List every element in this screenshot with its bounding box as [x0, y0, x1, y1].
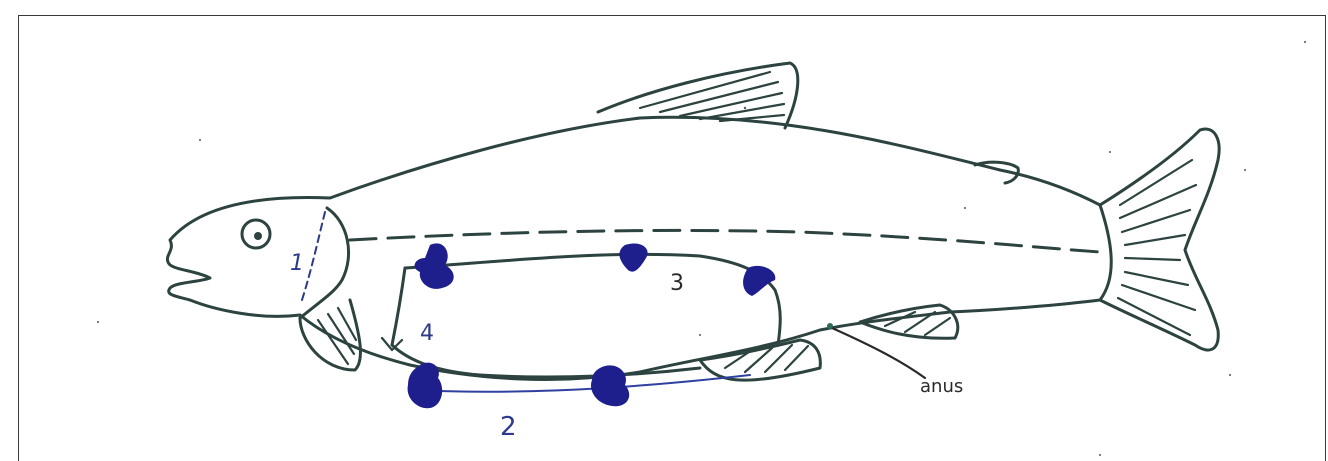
cut-line-4-front	[392, 268, 405, 345]
label-cut-3: 3	[670, 271, 684, 296]
cut-line-3-dorsal	[405, 254, 780, 345]
label-cut-1: 1	[290, 251, 304, 276]
paper-specks	[97, 41, 1306, 456]
blot-mid-upper	[619, 243, 647, 271]
label-cut-2: 2	[500, 412, 517, 442]
cut-point-blots	[408, 243, 776, 408]
blot-rear-upper	[743, 266, 775, 296]
blot-front-lower	[408, 363, 443, 409]
gill-cut-line	[302, 212, 325, 300]
eye-pupil	[256, 234, 261, 239]
lateral-line	[350, 230, 1100, 252]
dorsal-fin-rays	[640, 72, 784, 121]
label-cut-4: 4	[420, 321, 434, 346]
label-anus: anus	[920, 376, 963, 397]
operculum	[300, 208, 349, 318]
anus-marker	[827, 323, 833, 329]
pectoral-fin-rays	[318, 308, 356, 364]
blot-mid-lower	[591, 365, 629, 406]
